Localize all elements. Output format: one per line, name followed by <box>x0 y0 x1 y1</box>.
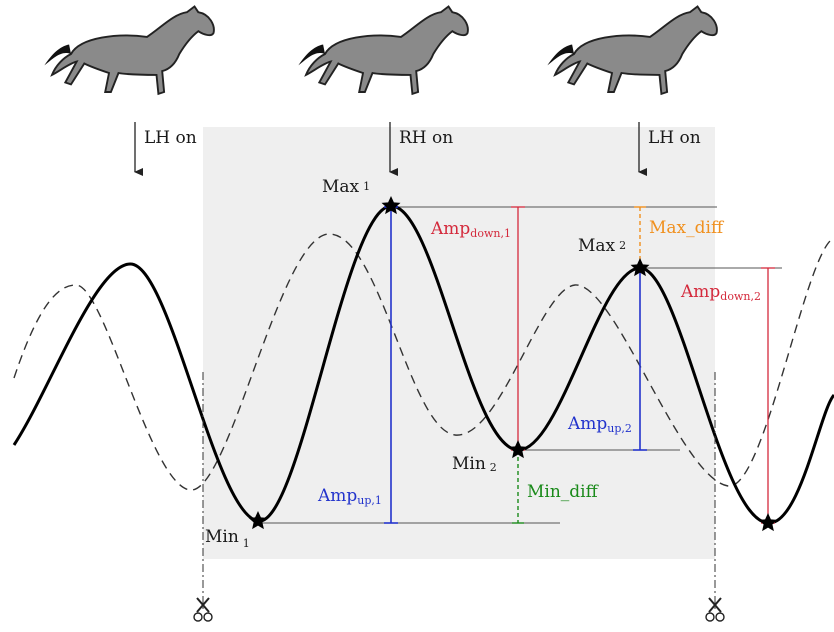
amp-up-2-bar <box>633 268 647 451</box>
amp-down-2-bar <box>761 267 775 524</box>
event-label-2: RH on <box>399 128 453 148</box>
dashed-signal-curve <box>13 233 834 491</box>
horse-silhouette-1 <box>43 5 215 95</box>
horse-silhouette-2 <box>297 5 469 95</box>
event-label-3: LH on <box>648 128 701 148</box>
solid-signal-curve <box>12 204 834 525</box>
star-marker-max2 <box>630 258 650 277</box>
scissors-icon <box>193 597 213 622</box>
min-diff-bar <box>512 450 524 524</box>
max-diff-bar <box>634 206 646 268</box>
star-marker-min2 <box>508 440 528 459</box>
label-min-diff: Min_diff <box>527 482 600 502</box>
horse-silhouette-3 <box>546 5 718 95</box>
label-amp-up-2: Ampup,2 <box>567 414 632 435</box>
label-amp-down-2: Ampdown,2 <box>680 282 761 303</box>
scissors-icon <box>705 597 725 622</box>
star-marker-max1 <box>381 196 401 215</box>
label-max-diff: Max_diff <box>649 218 725 238</box>
star-marker-min1 <box>248 511 268 530</box>
star-marker-min3 <box>758 513 778 532</box>
event-label-1: LH on <box>144 128 197 148</box>
label-amp-down-1: Ampdown,1 <box>430 219 511 240</box>
label-amp-up-1: Ampup,1 <box>317 486 382 507</box>
